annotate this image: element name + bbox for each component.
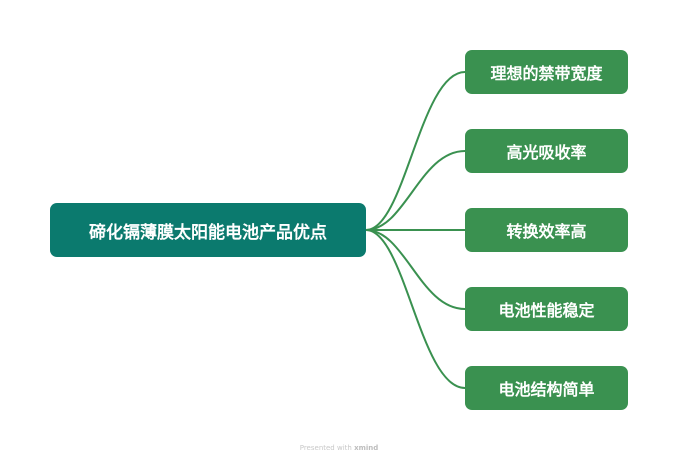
connector-line-5 xyxy=(365,229,466,389)
connector-line-4 xyxy=(365,229,466,310)
root-topic-label: 碲化镉薄膜太阳能电池产品优点 xyxy=(89,222,327,243)
branch-topic-label: 高光吸收率 xyxy=(506,143,587,162)
branch-topic-label: 电池性能稳定 xyxy=(498,301,595,320)
branch-topic-4[interactable]: 电池性能稳定 xyxy=(465,287,628,331)
watermark-prefix: Presented with xyxy=(299,444,352,452)
branch-topic-label: 电池结构简单 xyxy=(498,380,595,399)
branch-topic-label: 理想的禁带宽度 xyxy=(490,64,603,83)
watermark-brand: xmind xyxy=(354,444,379,452)
root-topic[interactable]: 碲化镉薄膜太阳能电池产品优点 xyxy=(50,203,366,257)
connector-line-2 xyxy=(365,150,466,231)
watermark: Presented with xmind xyxy=(0,444,678,452)
branch-topic-3[interactable]: 转换效率高 xyxy=(465,208,628,252)
connector-group xyxy=(365,71,466,389)
branch-topic-label: 转换效率高 xyxy=(506,222,587,241)
branch-topic-1[interactable]: 理想的禁带宽度 xyxy=(465,50,628,94)
connector-line-1 xyxy=(365,71,466,231)
branch-topic-5[interactable]: 电池结构简单 xyxy=(465,366,628,410)
branch-topic-2[interactable]: 高光吸收率 xyxy=(465,129,628,173)
